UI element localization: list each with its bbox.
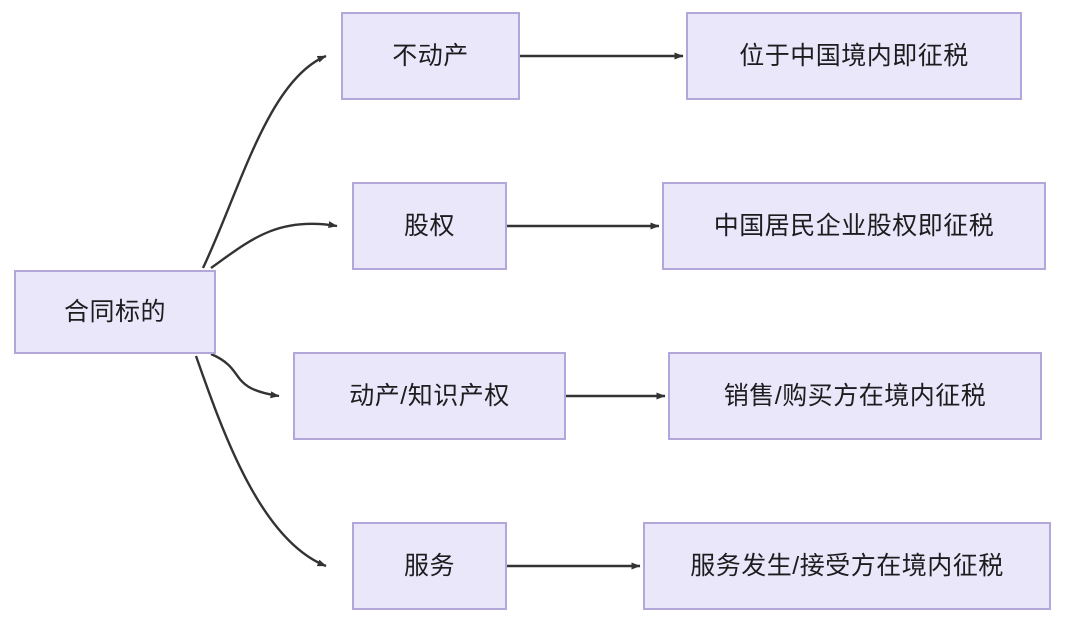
node-root-label: 合同标的 xyxy=(63,298,166,326)
node-category-1[interactable]: 不动产 xyxy=(341,12,520,100)
edge-root-to-branch-3 xyxy=(210,352,280,399)
node-rule-1[interactable]: 位于中国境内即征税 xyxy=(686,12,1022,100)
node-category-3[interactable]: 动产/知识产权 xyxy=(293,352,566,440)
node-rule-3-label: 销售/购买方在境内征税 xyxy=(723,382,987,410)
node-category-1-label: 不动产 xyxy=(392,42,469,70)
node-category-4[interactable]: 服务 xyxy=(352,522,507,610)
node-category-3-label: 动产/知识产权 xyxy=(349,382,510,410)
node-rule-4-label: 服务发生/接受方在境内征税 xyxy=(690,552,1004,580)
node-rule-1-label: 位于中国境内即征税 xyxy=(739,42,969,70)
node-rule-2[interactable]: 中国居民企业股权即征税 xyxy=(662,182,1046,270)
node-category-4-label: 服务 xyxy=(403,552,455,580)
node-category-2[interactable]: 股权 xyxy=(352,182,507,270)
node-rule-4[interactable]: 服务发生/接受方在境内征税 xyxy=(643,522,1051,610)
node-rule-3[interactable]: 销售/购买方在境内征税 xyxy=(668,352,1042,440)
edge-root-to-branch-1 xyxy=(201,54,327,269)
node-root[interactable]: 合同标的 xyxy=(14,270,216,354)
node-rule-2-label: 中国居民企业股权即征税 xyxy=(713,212,995,240)
edge-root-to-branch-2 xyxy=(210,221,338,269)
node-category-2-label: 股权 xyxy=(403,212,455,240)
